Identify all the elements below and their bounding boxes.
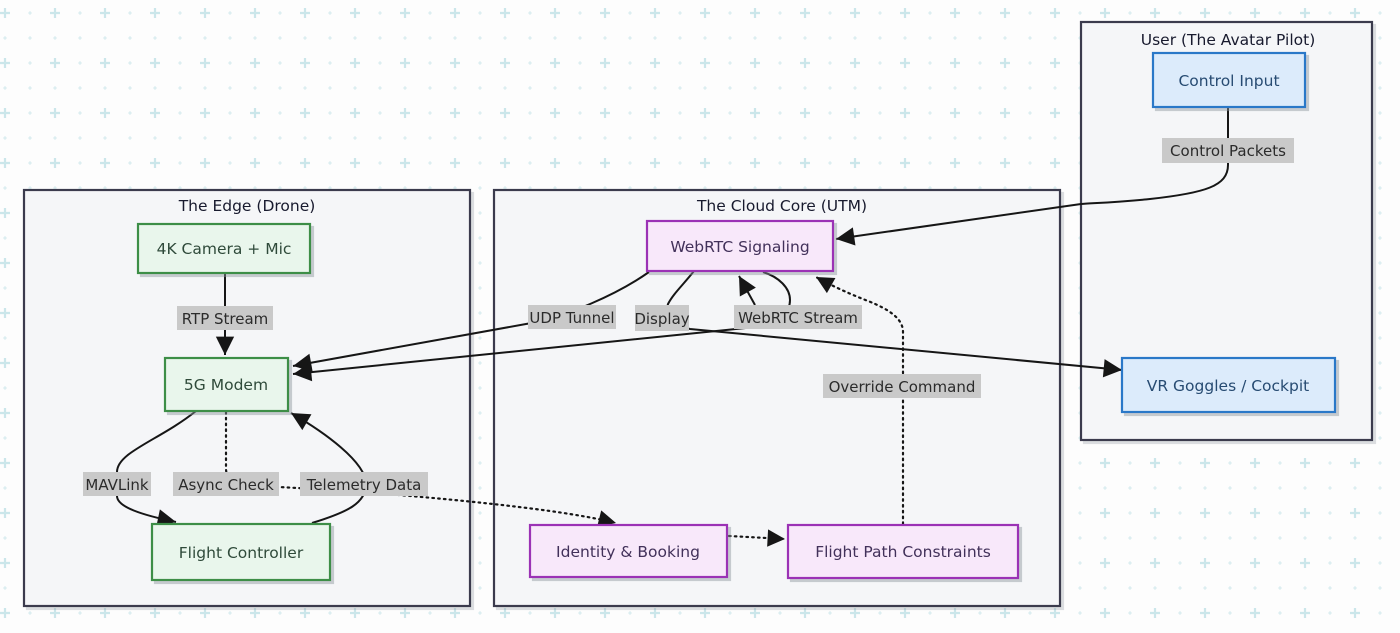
edge-label-display-text: Display (634, 310, 689, 328)
node-camera-box (136, 222, 312, 275)
edge-label-rtp-text: RTP Stream (182, 310, 269, 328)
edge-label-control-packets: Control Packets (1162, 138, 1294, 163)
node-flight-path-constraints-box (786, 523, 1020, 580)
edge-label-mavlink: MAVLink (83, 472, 151, 496)
nodes-layer: 4K Camera + Mic 5G Modem Flight Controll… (136, 51, 1337, 582)
node-vr-goggles-label: VR Goggles / Cockpit (1147, 377, 1310, 395)
edge-label-mavlink-bg (83, 472, 151, 496)
panel-cloud-title: The Cloud Core (UTM) (696, 197, 867, 215)
node-vr-goggles-box (1120, 356, 1337, 414)
edge-label-display-bg (635, 305, 689, 331)
edge-identity-constraints-line (727, 529, 787, 547)
edge-label-telemetry-text: Telemetry Data (306, 476, 422, 494)
node-flight-path-constraints-label: Flight Path Constraints (815, 543, 991, 561)
edge-label-override-command: Override Command (823, 374, 981, 398)
node-webrtc-signaling: WebRTC Signaling (645, 219, 835, 273)
edge-label-packets-text: Control Packets (1170, 142, 1286, 160)
edge-label-async-text: Async Check (178, 476, 274, 494)
node-modem-box (163, 356, 290, 413)
node-flight-controller-box (150, 522, 332, 582)
edge-label-override-text: Override Command (829, 378, 976, 396)
edge-labels-layer: RTP Stream MAVLink Async Check Telemetry… (83, 138, 1294, 496)
node-webrtc-signaling-box (645, 219, 835, 273)
node-control-input-box (1151, 51, 1307, 109)
node-identity-booking-label: Identity & Booking (556, 543, 700, 561)
node-flight-path-constraints: Flight Path Constraints (786, 523, 1020, 580)
edge-label-udp-text: UDP Tunnel (529, 309, 614, 327)
edge-control-packets-line (835, 107, 1229, 246)
edge-label-display: Display (634, 305, 690, 331)
edge-override-command-line (814, 275, 905, 526)
node-vr-goggles: VR Goggles / Cockpit (1120, 356, 1337, 414)
edge-label-async-bg (173, 472, 279, 496)
node-flight-controller-label: Flight Controller (179, 544, 304, 562)
edge-label-webrtc-bg (734, 305, 862, 329)
edge-label-rtp-bg (177, 306, 273, 330)
edge-label-webrtc-text: WebRTC Stream (738, 309, 858, 327)
node-identity-booking: Identity & Booking (528, 523, 729, 579)
node-camera-label: 4K Camera + Mic (157, 240, 292, 258)
panel-edge-title: The Edge (Drone) (178, 197, 316, 215)
node-camera: 4K Camera + Mic (136, 222, 312, 275)
panel-user-title: User (The Avatar Pilot) (1141, 31, 1316, 49)
node-modem-label: 5G Modem (184, 376, 268, 394)
edge-label-override-bg (823, 374, 981, 398)
edge-label-udp-bg (528, 305, 616, 329)
edge-label-webrtc-stream: WebRTC Stream (734, 305, 862, 329)
edge-label-telemetry-data: Telemetry Data (300, 472, 428, 496)
edge-label-async-check: Async Check (173, 472, 279, 496)
edge-label-udp-tunnel: UDP Tunnel (528, 305, 616, 329)
edge-mavlink-line (116, 410, 197, 528)
edge-label-packets-bg (1162, 138, 1294, 163)
node-webrtc-signaling-label: WebRTC Signaling (670, 238, 809, 256)
edge-webrtc-stream-arrow (738, 275, 756, 306)
edge-label-mavlink-text: MAVLink (85, 476, 149, 494)
node-identity-booking-box (528, 523, 729, 579)
edge-label-telemetry-bg (300, 472, 428, 496)
node-control-input-label: Control Input (1178, 72, 1279, 90)
edge-label-rtp-stream: RTP Stream (177, 306, 273, 330)
node-modem: 5G Modem (163, 356, 290, 413)
node-flight-controller: Flight Controller (150, 522, 332, 582)
node-control-input: Control Input (1151, 51, 1307, 109)
